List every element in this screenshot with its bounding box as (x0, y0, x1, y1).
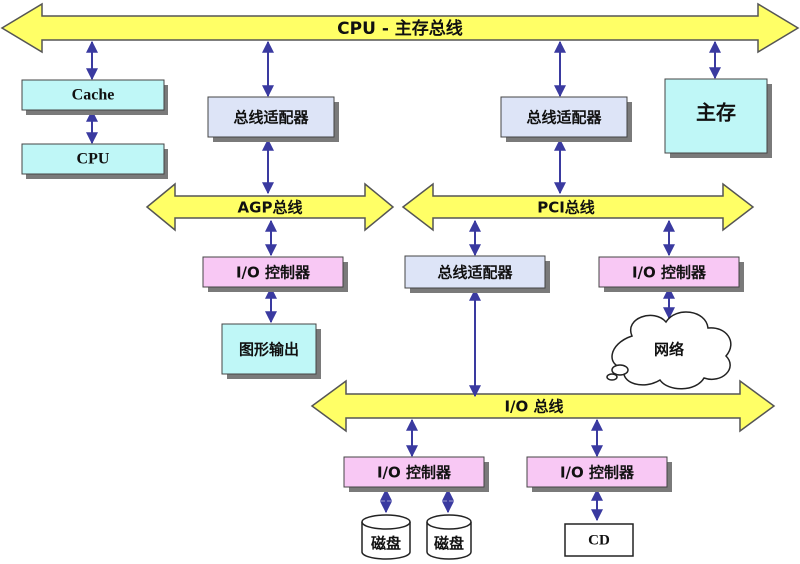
main-memory-box: 主存 (664, 78, 772, 158)
pci-bus-label: PCI总线 (537, 199, 595, 217)
cpu-main-memory-bus: CPU - 主存总线 (0, 2, 800, 54)
cpu-label: CPU (77, 151, 110, 168)
io-controller-disk-label: I/O 控制器 (377, 464, 452, 482)
graphics-output-box: 图形输出 (221, 323, 321, 379)
io-controller-agp: I/O 控制器 (202, 256, 348, 292)
io-bus-label: I/O 总线 (504, 398, 563, 416)
bus-adapter-2-label: 总线适配器 (526, 109, 602, 127)
cache-label: Cache (72, 87, 115, 104)
disk-1: 磁盘 (361, 514, 411, 560)
bus-adapter-1: 总线适配器 (207, 96, 339, 142)
network-cloud: 网络 (606, 311, 732, 390)
io-controller-pci-label: I/O 控制器 (632, 264, 707, 282)
graphics-output-label: 图形输出 (239, 341, 299, 359)
connectors (86, 40, 721, 522)
bus-adapter-3: 总线适配器 (404, 255, 550, 293)
io-bus: I/O 总线 (310, 379, 776, 433)
cpu-main-bus-label: CPU - 主存总线 (337, 18, 463, 39)
cpu-box: CPU (21, 143, 168, 179)
agp-bus: AGP总线 (145, 182, 395, 232)
io-controller-agp-label: I/O 控制器 (236, 264, 311, 282)
pci-bus: PCI总线 (401, 182, 755, 232)
cache-box: Cache (21, 79, 168, 115)
cd-box: CD (564, 523, 634, 557)
io-controller-disk: I/O 控制器 (343, 456, 489, 492)
disk-2-label: 磁盘 (434, 535, 464, 553)
network-label: 网络 (654, 341, 684, 359)
main-memory-label: 主存 (696, 101, 736, 125)
bus-adapter-3-label: 总线适配器 (437, 264, 513, 282)
io-controller-cd-label: I/O 控制器 (560, 464, 635, 482)
io-controller-cd: I/O 控制器 (526, 456, 672, 492)
io-controller-pci: I/O 控制器 (598, 256, 744, 292)
disk-2: 磁盘 (426, 514, 472, 560)
bus-adapter-1-label: 总线适配器 (233, 109, 309, 127)
disk-1-label: 磁盘 (371, 535, 401, 553)
bus-adapter-2: 总线适配器 (500, 96, 632, 142)
agp-bus-label: AGP总线 (238, 199, 303, 217)
cd-label: CD (588, 532, 610, 548)
